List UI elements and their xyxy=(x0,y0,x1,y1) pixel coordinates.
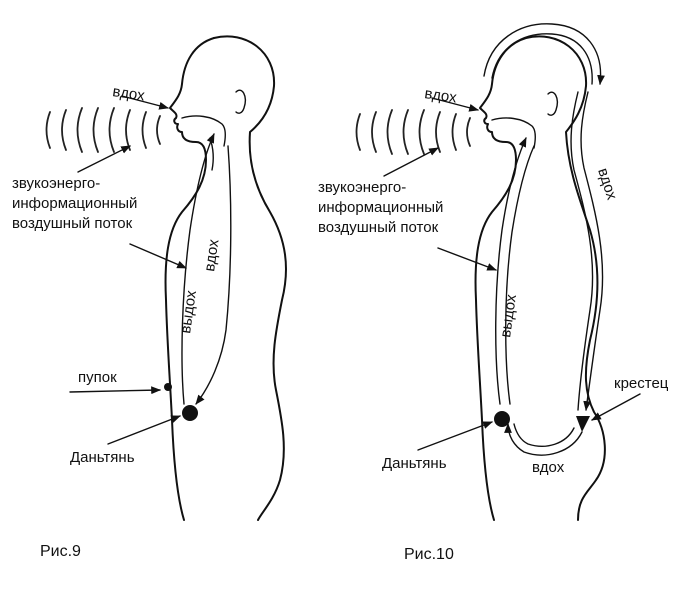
inhale-vertical-label-9: вдох xyxy=(201,238,222,273)
dantian-dot-9 xyxy=(182,405,198,421)
bottom-loop-inner-10 xyxy=(513,423,575,447)
dantian-dot-10 xyxy=(494,411,510,427)
inhale-bottom-label-10: вдох xyxy=(532,459,565,476)
flow-pointer-down-9 xyxy=(129,243,187,269)
bottom-loop-outer-10 xyxy=(504,423,583,456)
inhale-top-label-9: вдох xyxy=(111,83,146,104)
silhouette-back-10 xyxy=(525,35,606,521)
airway-10 xyxy=(491,117,537,149)
flow-pointer-up-10 xyxy=(383,147,439,177)
figure-10: вдох звукоэнерго- информационный воздушн… xyxy=(318,23,669,563)
head-channel-inner-10 xyxy=(491,33,593,85)
head-channel-outer-10 xyxy=(483,23,605,85)
back-channel-inner-10 xyxy=(570,91,594,411)
flow-label-line2-10: информационный xyxy=(318,199,443,216)
sacrum-pointer-10 xyxy=(591,393,641,421)
sacrum-marker-10 xyxy=(576,416,590,432)
dantian-label-9: Даньтянь xyxy=(70,449,135,466)
navel-label-9: пупок xyxy=(78,369,117,386)
exhale-channel-9 xyxy=(181,133,215,405)
figure-9: вдох звукоэнерго- информационный воздушн… xyxy=(12,35,287,560)
inhale-back-label-10: вдох xyxy=(594,166,620,202)
flow-label-line3-9: воздушный поток xyxy=(12,215,133,232)
flow-pointer-down-10 xyxy=(437,247,497,271)
dantian-pointer-10 xyxy=(417,421,493,451)
sacrum-label-10: крестец xyxy=(614,375,669,392)
exhale-vertical-label-9: выдох xyxy=(177,289,200,335)
exhale-vertical-label-10: выдох xyxy=(497,293,520,339)
silhouette-front-9 xyxy=(164,37,215,521)
inhale-channel-9 xyxy=(195,145,232,405)
dantian-pointer-9 xyxy=(107,415,181,445)
exhale-channel-inner-10 xyxy=(505,145,535,405)
silhouette-back-9 xyxy=(213,35,287,521)
flow-label-line1-10: звукоэнерго- xyxy=(318,179,406,196)
inhale-arrow-10 xyxy=(431,97,479,112)
navel-dot-9 xyxy=(164,383,172,391)
inhale-top-label-10: вдох xyxy=(423,85,458,106)
sound-waves-10 xyxy=(355,109,471,155)
dantian-label-10: Даньтянь xyxy=(382,455,447,472)
silhouette-front-10 xyxy=(474,37,527,521)
airway-9 xyxy=(181,115,227,147)
caption-10: Рис.10 xyxy=(404,546,454,563)
exhale-channel-10 xyxy=(495,137,527,405)
navel-pointer-9 xyxy=(69,386,161,395)
caption-9: Рис.9 xyxy=(40,543,81,560)
inhale-arrow-9 xyxy=(121,95,169,110)
ear-9 xyxy=(235,89,246,114)
ear-10 xyxy=(547,91,558,116)
flow-label-line2-9: информационный xyxy=(12,195,137,212)
flow-pointer-up-9 xyxy=(77,145,131,173)
flow-label-line1-9: звукоэнерго- xyxy=(12,175,100,192)
back-channel-outer-10 xyxy=(580,91,604,411)
flow-label-line3-10: воздушный поток xyxy=(318,219,439,236)
sound-waves-9 xyxy=(45,107,161,153)
